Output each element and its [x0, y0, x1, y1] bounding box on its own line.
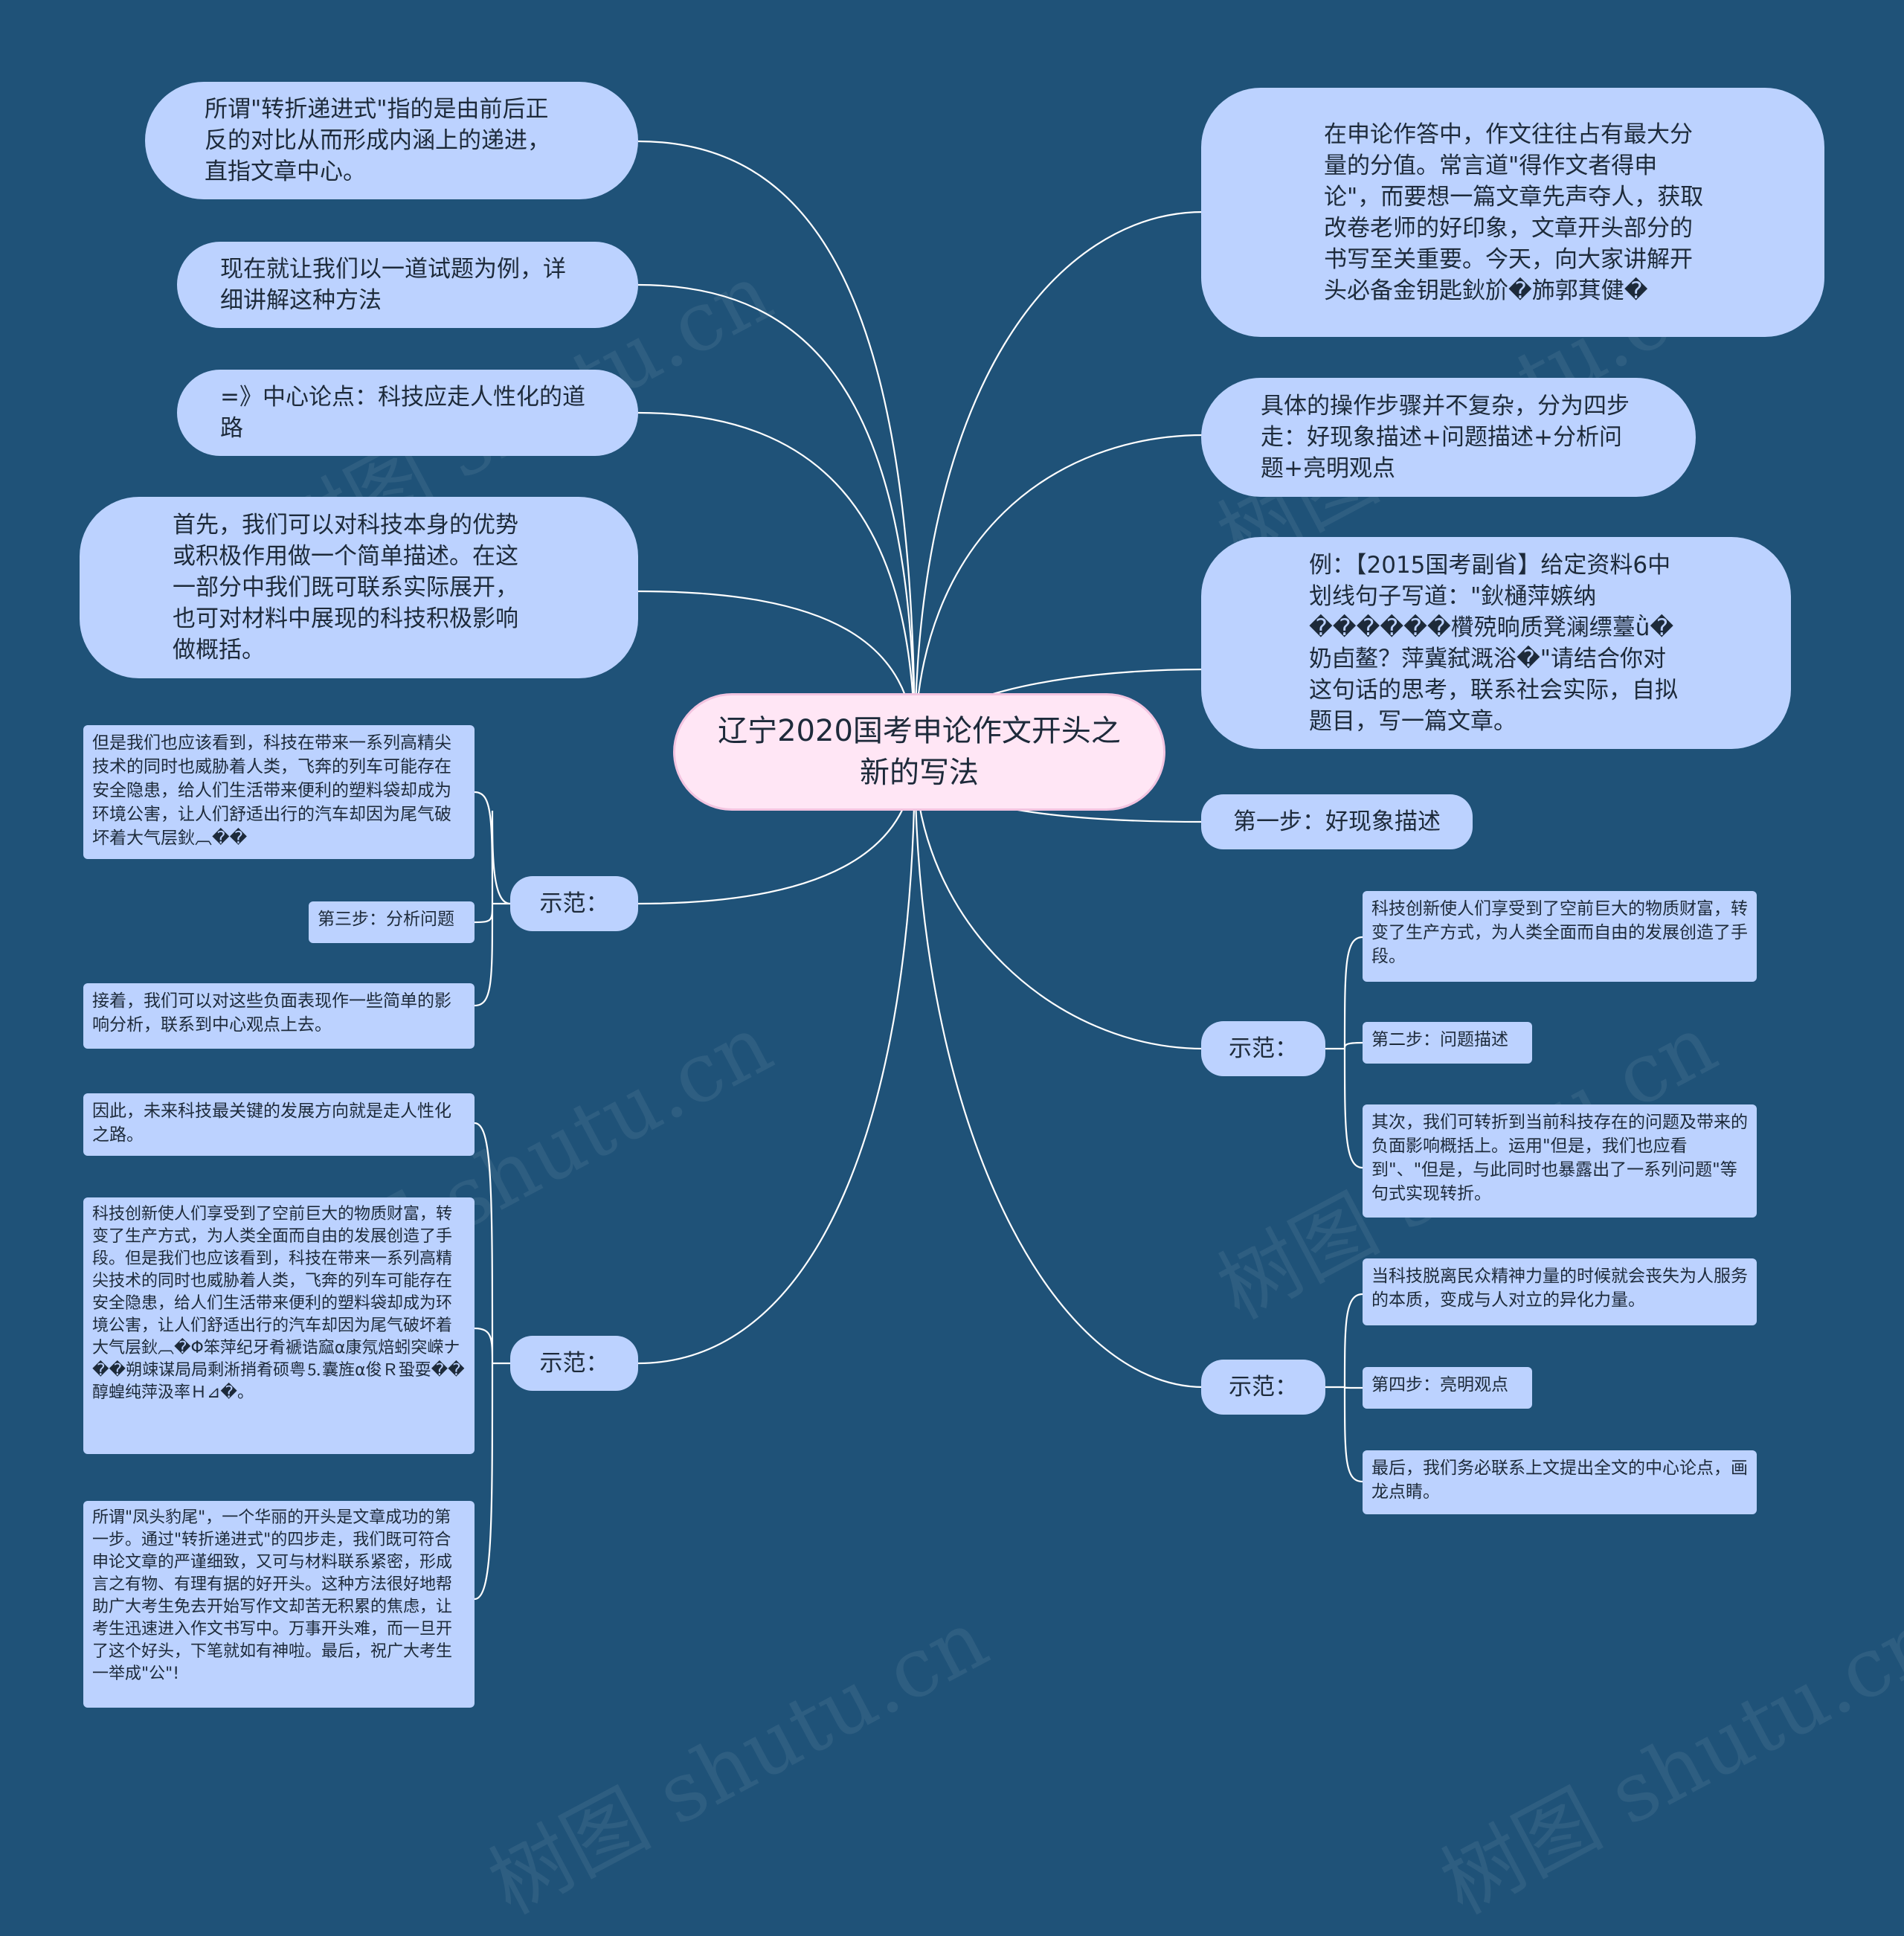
link-right-2: [913, 434, 1204, 753]
link-left-sample-b: [637, 752, 916, 1365]
note-left-b-3[interactable]: 所谓"凤头豹尾"，一个华丽的开头是文章成功的第一步。通过"转折递进式"的四步走，…: [83, 1501, 475, 1708]
sample-node-right-a[interactable]: 示范：: [1201, 1021, 1325, 1076]
left-node-4-label: 首先，我们可以对科技本身的优势或积极作用做一个简单描述。在这一部分中我们既可联系…: [173, 512, 518, 663]
right-node-1[interactable]: 在申论作答中，作文往往占有最大分量的分值。常言道"得作文者得申论"，而要想一篇文…: [1201, 88, 1824, 337]
left-node-2-label: 现在就让我们以一道试题为例，详细讲解这种方法: [220, 256, 566, 314]
left-node-3[interactable]: =》中心论点：科技应走人性化的道路: [177, 370, 638, 456]
center-topic[interactable]: 辽宁2020国考申论作文开头之新的写法: [673, 693, 1165, 811]
sample-node-left-a[interactable]: 示范：: [510, 876, 638, 931]
sample-node-right-b[interactable]: 示范：: [1201, 1360, 1325, 1415]
sample-label: 示范：: [539, 1350, 609, 1377]
bracket-left-b: [474, 1122, 510, 1601]
note-right-b-3[interactable]: 最后，我们务必联系上文提出全文的中心论点，画龙点睛。: [1363, 1450, 1757, 1514]
left-node-1-label: 所谓"转折递进式"指的是由前后正反的对比从而形成内涵上的递进，直指文章中心。: [205, 96, 550, 185]
link-right-sample-b: [913, 752, 1204, 1389]
note-left-a-1[interactable]: 但是我们也应该看到，科技在带来一系列高精尖技术的同时也威胁着人类，飞奔的列车可能…: [83, 725, 475, 859]
bracket-right-b: [1325, 1293, 1363, 1483]
link-left-1: [637, 140, 916, 753]
left-node-4[interactable]: 首先，我们可以对科技本身的优势或积极作用做一个简单描述。在这一部分中我们既可联系…: [80, 497, 638, 678]
bracket-right-a: [1325, 936, 1363, 1169]
sample-node-left-b[interactable]: 示范：: [510, 1336, 638, 1391]
right-node-1-label: 在申论作答中，作文往往占有最大分量的分值。常言道"得作文者得申论"，而要想一篇文…: [1324, 120, 1704, 304]
link-right-1: [913, 210, 1204, 753]
note-left-a-2[interactable]: 第三步：分析问题: [309, 901, 475, 943]
note-right-a-2[interactable]: 第二步：问题描述: [1363, 1022, 1532, 1064]
note-right-b-1[interactable]: 当科技脱离民众精神力量的时候就会丧失为人服务的本质，变成与人对立的异化力量。: [1363, 1258, 1757, 1325]
step1-node[interactable]: 第一步：好现象描述: [1201, 794, 1473, 849]
note-left-b-2[interactable]: 科技创新使人们享受到了空前巨大的物质财富，转变了生产方式，为人类全面而自由的发展…: [83, 1197, 475, 1454]
center-topic-label: 辽宁2020国考申论作文开头之新的写法: [718, 714, 1121, 790]
sample-label: 示范：: [1229, 1035, 1298, 1062]
note-right-a-1[interactable]: 科技创新使人们享受到了空前巨大的物质财富，转变了生产方式，为人类全面而自由的发展…: [1363, 891, 1757, 982]
right-node-3-label: 例：【2015国考副省】给定资料6中划线句子写道："鈥樋萍嫉纳������欑殑晌…: [1309, 551, 1678, 735]
link-left-3: [637, 411, 916, 753]
note-left-a-3[interactable]: 接着，我们可以对这些负面表现作一些简单的影响分析，联系到中心观点上去。: [83, 983, 475, 1049]
link-right-sample-a: [913, 752, 1204, 1050]
link-left-2: [637, 283, 916, 753]
sample-label: 示范：: [1229, 1374, 1298, 1400]
right-node-2-label: 具体的操作步骤并不复杂，分为四步走：好现象描述+问题描述+分析问题+亮明观点: [1261, 393, 1630, 482]
connector-lines: [474, 140, 1363, 1601]
right-node-3[interactable]: 例：【2015国考副省】给定资料6中划线句子写道："鈥樋萍嫉纳������欑殑晌…: [1201, 537, 1791, 749]
left-node-3-label: =》中心论点：科技应走人性化的道路: [220, 384, 585, 442]
step1-label: 第一步：好现象描述: [1233, 808, 1441, 835]
right-node-2[interactable]: 具体的操作步骤并不复杂，分为四步走：好现象描述+问题描述+分析问题+亮明观点: [1201, 378, 1696, 497]
bracket-left-a: [474, 791, 511, 1007]
note-right-a-3[interactable]: 其次，我们可转折到当前科技存在的问题及带来的负面影响概括上。运用"但是，我们也应…: [1363, 1104, 1757, 1218]
left-node-2[interactable]: 现在就让我们以一道试题为例，详细讲解这种方法: [177, 242, 638, 328]
sample-label: 示范：: [539, 890, 609, 917]
left-node-1[interactable]: 所谓"转折递进式"指的是由前后正反的对比从而形成内涵上的递进，直指文章中心。: [145, 82, 638, 199]
note-left-b-1[interactable]: 因此，未来科技最关键的发展方向就是走人性化之路。: [83, 1093, 475, 1156]
note-right-b-2[interactable]: 第四步：亮明观点: [1363, 1367, 1532, 1409]
